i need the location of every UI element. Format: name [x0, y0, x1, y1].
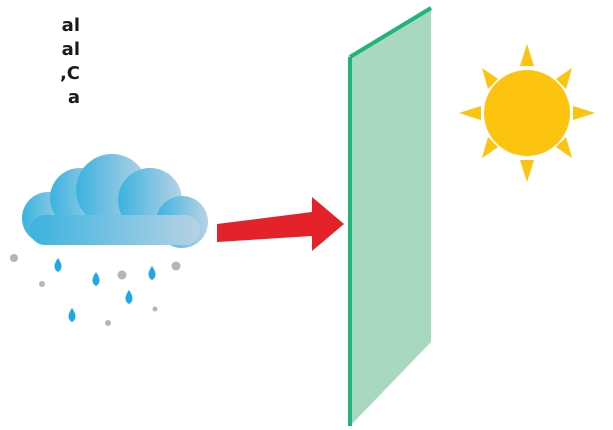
raindrop: [68, 308, 76, 322]
raindrop: [125, 290, 133, 304]
hail-dot: [39, 281, 45, 287]
cropped-text-block: al al C, a: [0, 14, 80, 110]
glass-panel: [348, 6, 433, 426]
sun-ray: [573, 106, 595, 120]
hail-dot: [10, 254, 18, 262]
hail-dot: [105, 320, 111, 326]
hail-dot: [152, 306, 158, 312]
cloud-body: [22, 154, 208, 248]
rain-cloud-icon: [10, 154, 208, 326]
right-arrow-icon: [217, 197, 344, 251]
hail-dot: [171, 261, 181, 271]
sun-ray: [482, 137, 498, 158]
sun-icon: [459, 44, 595, 182]
raindrops: [54, 258, 156, 322]
sun-ray: [459, 106, 481, 120]
hail-dot: [117, 270, 127, 280]
text-line-4: a: [67, 87, 80, 108]
raindrop: [148, 266, 156, 280]
text-line-3: C,: [59, 63, 80, 84]
text-line-1: al: [61, 15, 80, 36]
sun-ray: [520, 44, 534, 66]
raindrop: [92, 272, 100, 286]
raindrop: [54, 258, 62, 272]
hail-dots: [10, 254, 181, 326]
sun-disc: [484, 70, 570, 156]
text-line-2: al: [61, 39, 80, 60]
sun-ray: [556, 137, 572, 158]
sun-ray: [482, 68, 498, 89]
sun-ray: [556, 68, 572, 89]
sun-ray: [520, 160, 534, 182]
